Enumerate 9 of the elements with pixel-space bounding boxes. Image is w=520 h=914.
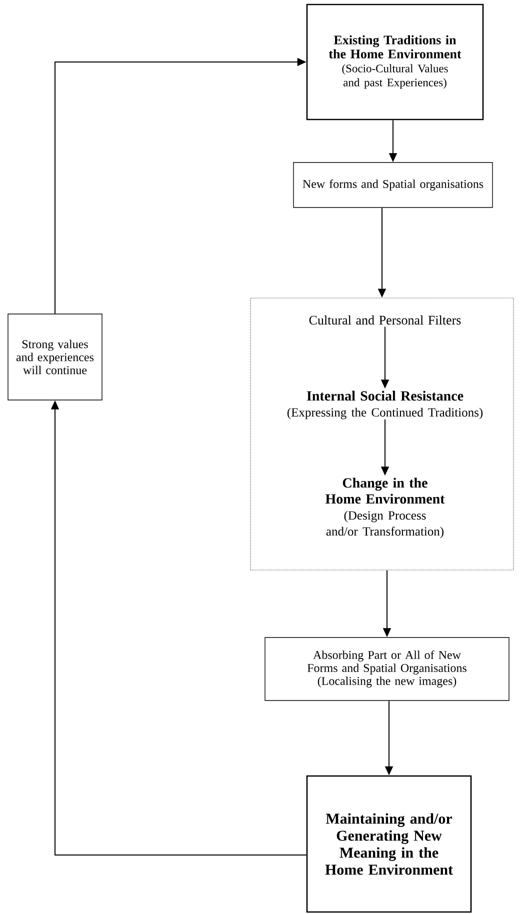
process-box: Absorbing Part or All of New Forms and Spatial Organisations (Localising the new images) [264,637,510,701]
process-box: New forms and Spatial organisations [293,162,493,208]
step-text: Change in the Home Environment (Design Process and/or Transformation) [325,478,445,538]
process-box: Maintaining and/or Generating New Meaning in the Home Environment [306,775,472,913]
step-text: Internal Social Resistance (Expressing the Continued Traditions) [287,390,483,420]
process-box: Existing Traditions in the Home Environment (Socio-Cultural Values and past Experiences) [306,4,484,120]
feedback-box: Strong values and experiences will continue [8,314,102,400]
step-text: Cultural and Personal Filters [309,315,461,325]
dotted-group-box [250,298,514,570]
